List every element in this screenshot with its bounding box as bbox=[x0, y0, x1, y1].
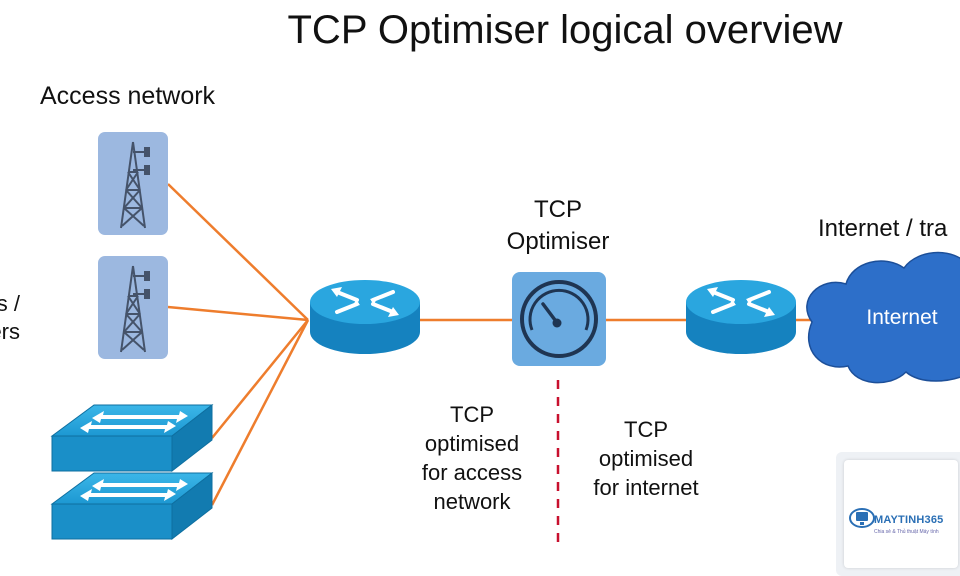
cell-tower-icon bbox=[98, 256, 168, 359]
watermark-subtitle: Chia sẻ & Thủ thuật Máy tính bbox=[874, 529, 939, 535]
internet-note-line-3: for internet bbox=[593, 475, 699, 500]
optimiser-label: TCP Optimiser bbox=[478, 194, 638, 258]
links bbox=[167, 183, 812, 506]
cut-off-label-line-2: ers bbox=[0, 319, 20, 344]
router-icon bbox=[310, 280, 420, 354]
switch-icon bbox=[50, 471, 214, 541]
watermark-logo-panel: MAYTINH365 Chia sẻ & Thủ thuật Máy tính bbox=[844, 460, 958, 568]
gauge-icon bbox=[512, 272, 606, 366]
access-note-line-3: for access bbox=[421, 460, 523, 485]
cloud-label: Internet bbox=[866, 306, 937, 329]
monitor-logo-icon bbox=[849, 508, 875, 528]
internet-note-line-1: TCP bbox=[624, 417, 668, 442]
cut-off-side-label: s / ers bbox=[0, 290, 20, 346]
cloud-icon bbox=[806, 251, 960, 384]
optimiser-label-line-1: TCP bbox=[534, 196, 582, 223]
link-tower-2-router bbox=[167, 305, 309, 322]
watermark-name: MAYTINH365 bbox=[874, 514, 944, 526]
internet-transit-label: Internet / tra bbox=[818, 215, 948, 242]
cell-tower-icon bbox=[98, 132, 168, 235]
internet-note-line-2: optimised bbox=[598, 446, 694, 471]
switch-icon bbox=[50, 403, 214, 473]
access-note-line-1: TCP bbox=[450, 402, 494, 427]
router-icon bbox=[686, 280, 796, 354]
access-network-label: Access network bbox=[40, 82, 216, 110]
access-optimisation-note: TCP optimised for access network bbox=[392, 400, 552, 516]
link-switch-1-router bbox=[211, 319, 309, 439]
watermark-logo: MAYTINH365 Chia sẻ & Thủ thuật Máy tính bbox=[836, 452, 960, 576]
optimiser-label-line-2: Optimiser bbox=[506, 228, 610, 255]
access-note-line-4: network bbox=[433, 489, 511, 514]
access-note-line-2: optimised bbox=[424, 431, 520, 456]
cut-off-label-line-1: s / bbox=[0, 291, 20, 316]
link-switch-2-router bbox=[210, 319, 310, 506]
page-title: TCP Optimiser logical overview bbox=[287, 8, 843, 52]
link-tower-1-router bbox=[167, 183, 309, 321]
internet-optimisation-note: TCP optimised for internet bbox=[572, 415, 720, 502]
